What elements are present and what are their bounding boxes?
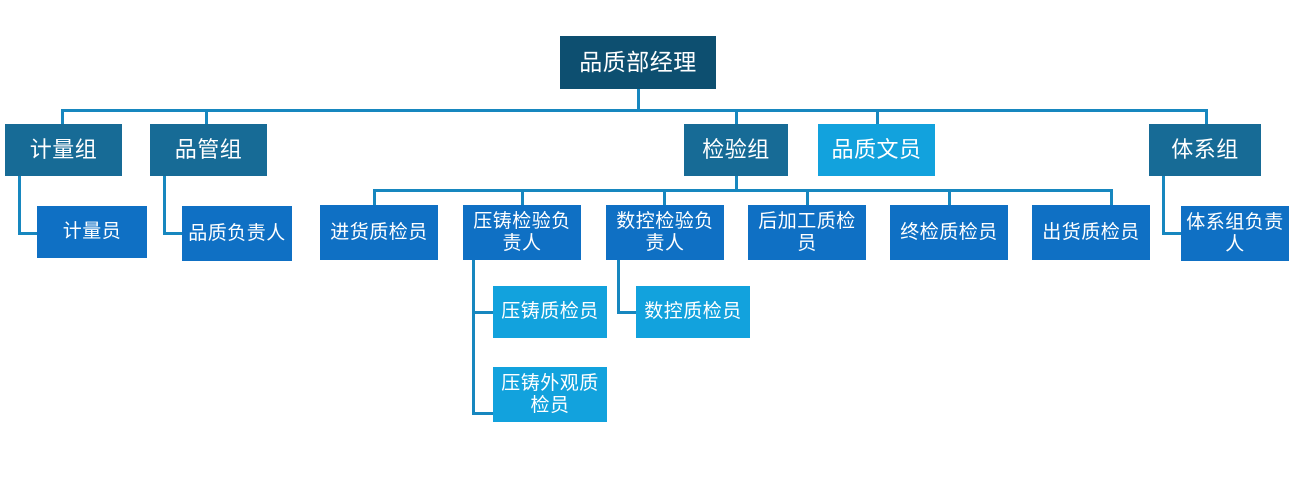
node-quality-clerk[interactable]: 品质文员: [818, 124, 935, 176]
node-system-group-label: 体系组: [1171, 136, 1239, 162]
connector-quality-control-branch: [163, 232, 185, 235]
node-cnc-inspector[interactable]: 数控质检员: [636, 286, 750, 338]
connector-drop-cnc-lead: [663, 189, 666, 205]
connector-metrology-branch: [18, 232, 40, 235]
node-quality-clerk-label: 品质文员: [831, 136, 922, 162]
connector-drop-final: [948, 189, 951, 205]
connector-root-stem: [637, 88, 640, 111]
node-metrology-staff[interactable]: 计量员: [37, 206, 147, 258]
node-diecast-appearance-inspector[interactable]: 压铸外观质检员: [493, 367, 607, 422]
node-post-process-inspector[interactable]: 后加工质检员: [748, 205, 866, 260]
node-final-inspector-label: 终检质检员: [900, 221, 998, 243]
node-cnc-inspection-lead[interactable]: 数控检验负责人: [606, 205, 724, 260]
node-cnc-inspection-lead-label: 数控检验负责人: [616, 211, 714, 254]
node-post-process-inspector-label: 后加工质检员: [758, 211, 856, 254]
connector-drop-post-process: [806, 189, 809, 205]
node-incoming-inspector[interactable]: 进货质检员: [320, 205, 438, 260]
node-incoming-inspector-label: 进货质检员: [330, 221, 428, 243]
node-metrology-staff-label: 计量员: [62, 221, 122, 243]
node-inspection-group[interactable]: 检验组: [684, 124, 788, 176]
node-quality-control-group-label: 品管组: [174, 136, 243, 162]
node-final-inspector[interactable]: 终检质检员: [890, 205, 1008, 260]
node-shipping-inspector[interactable]: 出货质检员: [1032, 205, 1150, 260]
node-quality-lead-label: 品质负责人: [188, 222, 286, 244]
connector-cnc-branch: [617, 311, 639, 314]
connector-system-branch: [1162, 232, 1184, 235]
node-shipping-inspector-label: 出货质检员: [1042, 221, 1140, 243]
node-metrology-group-label: 计量组: [29, 136, 98, 162]
node-diecast-inspector-label: 压铸质检员: [501, 301, 599, 323]
connector-drop-diecast-lead: [521, 189, 524, 205]
node-diecast-inspection-lead[interactable]: 压铸检验负责人: [463, 205, 581, 260]
connector-quality-control-spine: [163, 176, 166, 234]
connector-drop-system: [1205, 109, 1208, 124]
connector-metrology-spine: [18, 176, 21, 234]
node-quality-control-group[interactable]: 品管组: [150, 124, 267, 176]
node-inspection-group-label: 检验组: [702, 136, 770, 162]
connector-drop-inspection: [735, 109, 738, 124]
connector-drop-quality-clerk: [876, 109, 879, 124]
node-system-lead-label: 体系组负责人: [1186, 212, 1284, 255]
node-metrology-group[interactable]: 计量组: [5, 124, 122, 176]
connector-drop-metrology: [61, 109, 64, 124]
node-diecast-inspection-lead-label: 压铸检验负责人: [473, 211, 571, 254]
node-diecast-appearance-inspector-label: 压铸外观质检员: [501, 373, 599, 416]
connector-system-spine: [1162, 176, 1165, 234]
connector-diecast-spine: [472, 260, 475, 415]
connector-inspection-stem: [735, 176, 738, 190]
node-cnc-inspector-label: 数控质检员: [644, 301, 742, 323]
connector-drop-incoming: [373, 189, 376, 205]
connector-diecast-branch-2: [472, 412, 494, 415]
connector-drop-quality-control: [205, 109, 208, 124]
node-system-lead[interactable]: 体系组负责人: [1181, 206, 1289, 261]
node-diecast-inspector[interactable]: 压铸质检员: [493, 286, 607, 338]
node-quality-lead[interactable]: 品质负责人: [182, 206, 292, 261]
node-root[interactable]: 品质部经理: [560, 36, 716, 89]
connector-diecast-branch-1: [472, 311, 494, 314]
node-root-label: 品质部经理: [579, 49, 697, 75]
connector-cnc-spine: [617, 260, 620, 314]
connector-drop-shipping: [1110, 189, 1113, 205]
node-system-group[interactable]: 体系组: [1149, 124, 1261, 176]
connector-root-bus: [61, 109, 1208, 112]
connector-inspection-bus: [373, 189, 1113, 192]
